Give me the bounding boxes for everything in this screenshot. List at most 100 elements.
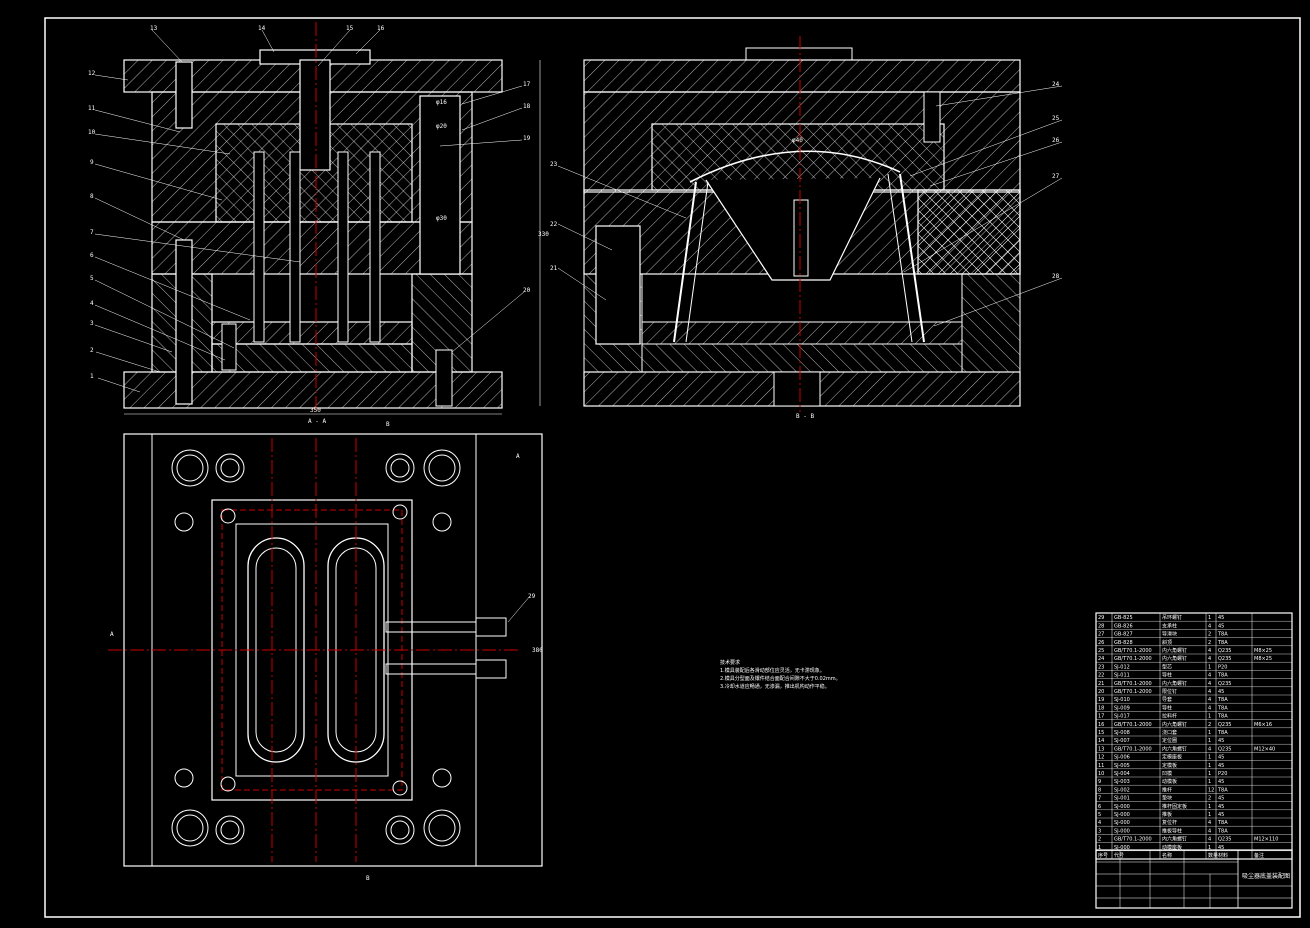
- bom-cell: 19: [1098, 697, 1104, 703]
- svg-text:12: 12: [88, 70, 96, 77]
- bom-cell: GB-827: [1114, 632, 1133, 638]
- bom-cell: 1: [1208, 771, 1211, 777]
- bom-header-cell: 数量: [1208, 852, 1218, 859]
- svg-text:13: 13: [150, 25, 158, 32]
- bom-cell: 1: [1208, 730, 1211, 736]
- bom-cell: M12×40: [1254, 746, 1275, 752]
- bom-cell: 20: [1098, 689, 1104, 695]
- drawing-border: [44, 17, 1301, 918]
- bom-cell: 限位钉: [1162, 688, 1177, 695]
- bom-cell: 推板导柱: [1162, 827, 1182, 834]
- svg-text:3.冷却水道应畅通，无渗漏，推出机构动作平稳。: 3.冷却水道应畅通，无渗漏，推出机构动作平稳。: [720, 683, 830, 690]
- bom-cell: 1: [1208, 755, 1211, 761]
- bom-cell: SJ-008: [1114, 730, 1130, 736]
- section-label-left: A - A: [308, 418, 326, 425]
- svg-text:4: 4: [90, 300, 94, 307]
- bom-cell: Q235: [1218, 837, 1231, 843]
- bom-cell: 16: [1098, 722, 1104, 728]
- svg-text:10: 10: [88, 129, 96, 136]
- bom-cell: SJ-000: [1114, 820, 1130, 826]
- svg-text:1.模具装配后各滑动部位应灵活，无卡滞现象。: 1.模具装配后各滑动部位应灵活，无卡滞现象。: [720, 667, 825, 674]
- bom-cell: SJ-000: [1114, 845, 1130, 851]
- bom-cell: SJ-017: [1114, 714, 1130, 720]
- svg-text:19: 19: [523, 135, 531, 142]
- bom-cell: 复位杆: [1162, 819, 1177, 826]
- bom-cell: T8A: [1217, 828, 1228, 834]
- dim-top-1: φ16: [436, 99, 447, 106]
- bom-cell: P20: [1218, 771, 1227, 777]
- svg-text:2: 2: [90, 347, 94, 354]
- bom-cell: 拉料杆: [1162, 713, 1177, 720]
- bom-cell: 7: [1098, 796, 1101, 802]
- bom-cell: GB-826: [1114, 623, 1133, 629]
- svg-text:1: 1: [90, 373, 94, 380]
- bom-cell: 28: [1098, 623, 1104, 629]
- bom-cell: 吊环螺钉: [1162, 614, 1182, 621]
- svg-text:25: 25: [1052, 115, 1060, 122]
- bom-cell: 1: [1208, 804, 1211, 810]
- svg-text:20: 20: [523, 287, 531, 294]
- bom-cell: 45: [1218, 763, 1224, 769]
- bom-cell: 10: [1098, 771, 1104, 777]
- bom-cell: 2: [1098, 837, 1101, 843]
- bom-cell: SJ-000: [1114, 828, 1130, 834]
- bom-cell: 4: [1208, 837, 1211, 843]
- title-block: 吸尘器底盖装配图: [1095, 849, 1293, 909]
- bom-cell: T8A: [1217, 697, 1228, 703]
- bom-cell: GB-825: [1114, 615, 1133, 621]
- bom-cell: 3: [1098, 828, 1101, 834]
- bom-cell: SJ-002: [1114, 787, 1130, 793]
- bom-cell: GB/T70.1-2000: [1114, 837, 1152, 843]
- bom-cell: 1: [1208, 812, 1211, 818]
- bom-cell: 2: [1208, 796, 1211, 802]
- bom-cell: 26: [1098, 640, 1104, 646]
- bom-cell: 22: [1098, 673, 1104, 679]
- bom-cell: 4: [1208, 656, 1211, 662]
- bom-cell: 内六角螺钉: [1162, 721, 1187, 728]
- bom-header-cell: 名称: [1162, 852, 1172, 859]
- bom-cell: 定位圈: [1162, 737, 1177, 744]
- bom-cell: 4: [1098, 820, 1101, 826]
- bom-cell: 4: [1208, 828, 1211, 834]
- bom-cell: SJ-003: [1114, 779, 1130, 785]
- bom-cell: T8A: [1217, 705, 1228, 711]
- bom-cell: 23: [1098, 664, 1104, 670]
- bom-cell: 推杆固定板: [1162, 803, 1187, 810]
- section-a-a: 350 A - A 1 2 3: [88, 22, 531, 428]
- bom-cell: SJ-000: [1114, 804, 1130, 810]
- bom-cell: 1: [1208, 845, 1211, 851]
- svg-text:28: 28: [1052, 273, 1060, 280]
- svg-text:2.模具分型面及镶件结合面配合间隙不大于0.02mm。: 2.模具分型面及镶件结合面配合间隙不大于0.02mm。: [720, 675, 841, 682]
- bom-cell: SJ-000: [1114, 812, 1130, 818]
- bom-cell: 定模板: [1162, 762, 1177, 769]
- bom-cell: Q235: [1218, 681, 1231, 687]
- bom-cell: GB/T70.1-2000: [1114, 648, 1152, 654]
- bom-cell: 45: [1218, 689, 1224, 695]
- bom-cell: 内六角螺钉: [1162, 745, 1187, 752]
- bom-cell: SJ-004: [1114, 771, 1130, 777]
- dim-top-4: φ40: [792, 137, 803, 144]
- part-number-plan: 29: [528, 593, 536, 600]
- bom-cell: 21: [1098, 681, 1104, 687]
- bom-cell: 9: [1098, 779, 1101, 785]
- svg-text:18: 18: [523, 103, 531, 110]
- bom-cell: 导柱: [1162, 704, 1172, 711]
- bom-cell: 支承柱: [1162, 622, 1177, 629]
- dim-top-2: φ20: [436, 123, 447, 130]
- bom-cell: 1: [1208, 714, 1211, 720]
- view-marker-b1: B: [386, 421, 390, 428]
- bom-cell: M8×25: [1254, 648, 1272, 654]
- bom-cell: 2: [1208, 640, 1211, 646]
- bom-cell: 凹模: [1162, 770, 1172, 777]
- svg-text:17: 17: [523, 81, 531, 88]
- bom-cell: 45: [1218, 755, 1224, 761]
- bom-cell: 27: [1098, 632, 1104, 638]
- bom-cell: 推杆: [1162, 786, 1172, 793]
- bom-cell: T8A: [1217, 787, 1228, 793]
- bom-cell: 12: [1098, 755, 1104, 761]
- bom-cell: T8A: [1217, 632, 1228, 638]
- bom-cell: 4: [1208, 705, 1211, 711]
- bom-cell: 浇口套: [1162, 729, 1177, 736]
- bom-cell: 24: [1098, 656, 1104, 662]
